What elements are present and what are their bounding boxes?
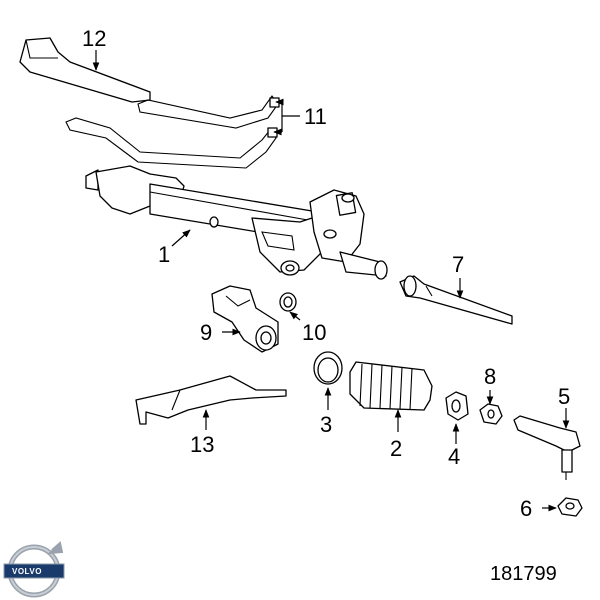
part-10-seal bbox=[279, 292, 297, 312]
callout-4: 4 bbox=[448, 444, 460, 469]
diagram-part-number: 181799 bbox=[490, 563, 557, 585]
callout-12: 12 bbox=[82, 26, 106, 51]
callout-13: 13 bbox=[190, 432, 214, 457]
callout-11: 11 bbox=[304, 104, 327, 129]
part-7-inner-tie-rod bbox=[399, 275, 513, 325]
part-9-valve-housing bbox=[211, 285, 279, 353]
volvo-logo-text: VOLVO bbox=[12, 567, 42, 576]
part-13-shield bbox=[135, 375, 287, 425]
callout-9: 9 bbox=[200, 320, 212, 345]
part-6-nut bbox=[557, 497, 583, 517]
callout-7: 7 bbox=[452, 252, 464, 277]
part-5-outer-tie-rod bbox=[513, 415, 581, 480]
callout-2: 2 bbox=[390, 436, 402, 461]
volvo-logo: VOLVO bbox=[3, 541, 65, 598]
part-8-nut bbox=[479, 403, 503, 425]
callout-10: 10 bbox=[302, 320, 326, 345]
callout-8: 8 bbox=[484, 364, 496, 389]
part-2-boot bbox=[349, 361, 433, 411]
part-11-brackets bbox=[65, 95, 280, 169]
callout-3: 3 bbox=[320, 412, 332, 437]
callout-6: 6 bbox=[520, 496, 532, 521]
part-12-heat-shield bbox=[19, 37, 151, 103]
part-1-steering-rack bbox=[85, 165, 388, 280]
part-3-clamp bbox=[313, 351, 343, 385]
callout-1: 1 bbox=[158, 242, 170, 267]
part-4-clamp bbox=[445, 391, 469, 421]
leader-lines bbox=[92, 50, 570, 512]
callout-5: 5 bbox=[558, 384, 570, 409]
